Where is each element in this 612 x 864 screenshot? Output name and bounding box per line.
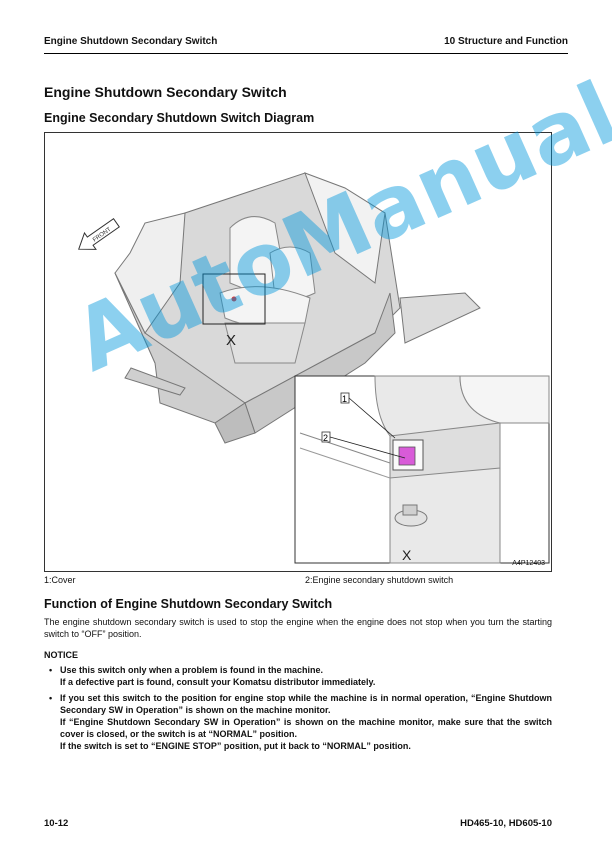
caption-cover: 1:Cover	[44, 575, 76, 585]
notice-line: If “Engine Shutdown Secondary SW in Oper…	[60, 717, 552, 739]
page-number: 10-12	[44, 818, 69, 829]
switch-diagram-figure: X FRONT 1 2 X A4P12403	[44, 132, 552, 572]
notice-list: • Use this switch only when a problem is…	[44, 664, 552, 756]
header-section-title: Engine Shutdown Secondary Switch	[44, 36, 218, 47]
header-rule	[44, 53, 568, 54]
header-chapter-title: 10 Structure and Function	[444, 36, 568, 47]
main-detail-label: X	[226, 332, 236, 349]
caption-switch: 2:Engine secondary shutdown switch	[305, 575, 454, 585]
switch-highlight	[398, 446, 416, 466]
running-header: Engine Shutdown Secondary Switch 10 Stru…	[44, 36, 568, 50]
model-label: HD465-10, HD605-10	[460, 818, 552, 829]
function-heading: Function of Engine Shutdown Secondary Sw…	[44, 597, 333, 611]
notice-item: • Use this switch only when a problem is…	[44, 664, 552, 688]
notice-item: • If you set this switch to the position…	[44, 692, 552, 752]
notice-line: If you set this switch to the position f…	[60, 693, 552, 715]
notice-label: NOTICE	[44, 650, 79, 660]
notice-line: Use this switch only when a problem is f…	[60, 665, 324, 675]
diagram-heading: Engine Secondary Shutdown Switch Diagram	[44, 111, 315, 125]
notice-line: If a defective part is found, consult yo…	[60, 677, 376, 687]
callout-switch-number: 2	[323, 433, 328, 443]
function-description: The engine shutdown secondary switch is …	[44, 617, 552, 639]
cab-illustration: X FRONT 1 2 X	[78, 172, 550, 564]
page-title: Engine Shutdown Secondary Switch	[44, 84, 287, 100]
bullet-marker: •	[49, 693, 53, 703]
figure-code: A4P12403	[512, 560, 545, 567]
callout-cover-number: 1	[342, 394, 347, 404]
inset-detail-label: X	[402, 547, 412, 563]
bullet-marker: •	[49, 665, 53, 675]
notice-line: If the switch is set to “ENGINE STOP” po…	[60, 741, 411, 751]
